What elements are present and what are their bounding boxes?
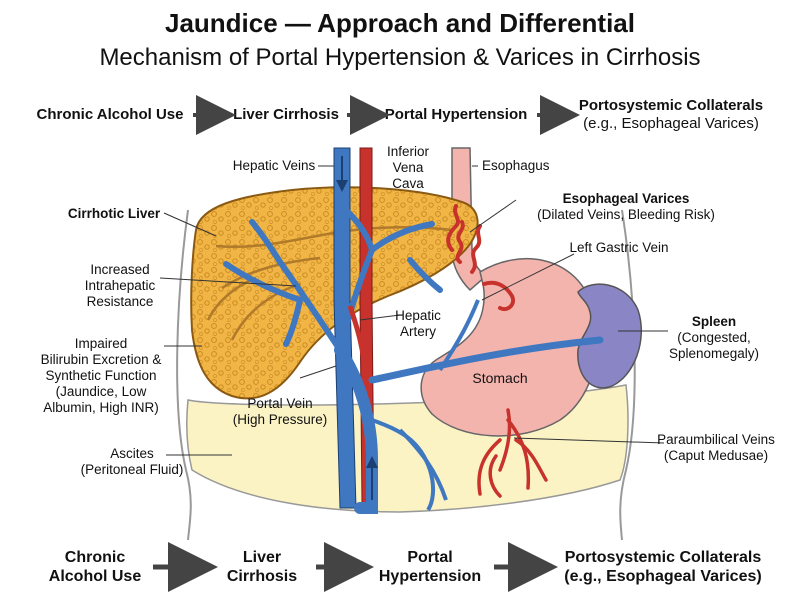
label-ivc-line2: Vena [392,160,424,175]
label-increased-resistance-line2: Intrahepatic [84,278,156,293]
bottom-flow-step-1: Chronic Alcohol Use [40,548,150,586]
bottom-flow-step-3: Portal Hypertension [368,548,492,586]
hepatic-artery [347,305,369,381]
label-spleen-title: Spleen [691,314,737,329]
bottom-flow-step-1-line1: Chronic [64,549,126,566]
leader-lines [159,165,668,456]
splenic-vein [368,336,604,384]
label-increased-resistance-line1: Increased [90,262,150,277]
label-paraumbilical-veins: Paraumbilical Veins (Caput Medusae) [646,432,786,464]
label-ascites: Ascites (Peritoneal Fluid) [62,446,202,478]
bottom-flow-step-2-line2: Cirrhosis [226,568,298,585]
label-impaired-line4: (Jaundice, Low [55,384,147,399]
page-title: Jaundice — Approach and Differential [164,8,635,38]
label-ivc-line3: Cava [392,176,424,191]
top-flow-step-1: Chronic Alcohol Use [36,106,184,123]
label-impaired-line5: Albumin, High INR) [43,400,159,415]
label-left-gastric-vein: Left Gastric Vein [569,240,669,255]
page-subtitle: Mechanism of Portal Hypertension & Varic… [99,44,701,71]
label-spleen: Spleen (Congested, Splenomegaly) [664,314,764,362]
bottom-flow-step-4: Portosystemic Collaterals (e.g., Esophag… [548,548,778,586]
label-esophageal-varices: Esophageal Varices (Dilated Veins, Bleed… [516,191,736,223]
label-spleen-note-line2: Splenomegaly) [668,346,760,361]
label-hepatic-artery-line1: Hepatic [395,308,441,323]
label-ivc: Inferior Vena Cava [378,144,438,192]
label-paraumbilical-line1: Paraumbilical Veins [657,432,775,447]
label-impaired-line3: Synthetic Function [45,368,157,383]
label-portal-vein-line2: (High Pressure) [232,412,328,427]
bottom-flow-step-1-line2: Alcohol Use [48,568,142,585]
label-ascites-line2: (Peritoneal Fluid) [80,462,184,477]
label-impaired-function: Impaired Bilirubin Excretion & Synthetic… [28,336,174,416]
esophageal-varices [446,204,515,311]
label-ivc-line1: Inferior [386,144,430,159]
top-flow-step-3: Portal Hypertension [384,106,528,123]
abdominal-wall-left [176,209,192,541]
label-hepatic-artery-line2: Artery [399,324,436,339]
bottom-flow-step-3-line2: Hypertension [378,568,482,585]
label-impaired-line2: Bilirubin Excretion & [40,352,162,367]
label-portal-vein: Portal Vein (High Pressure) [228,396,332,428]
label-increased-resistance-line3: Resistance [86,294,154,309]
label-portal-vein-line1: Portal Vein [247,396,313,411]
label-esophageal-varices-note: (Dilated Veins, Bleeding Risk) [537,207,715,222]
top-flow-step-4: Portosystemic Collaterals (e.g., Esophag… [566,97,776,133]
bottom-flow-step-4-line2: (e.g., Esophageal Varices) [564,568,762,585]
label-stomach: Stomach [472,370,528,386]
intrahepatic-veins [223,209,443,353]
top-flow-step-4-title: Portosystemic Collaterals [578,97,764,114]
top-flow-step-2: Liver Cirrhosis [233,106,339,123]
bottom-flow-step-4-line1: Portosystemic Collaterals [564,549,762,566]
label-hepatic-veins: Hepatic Veins [232,158,316,173]
bottom-flow-step-3-line1: Portal [407,549,453,566]
label-esophagus: Esophagus [482,158,550,173]
bottom-flow-step-2: Liver Cirrhosis [212,548,312,586]
left-gastric-vein [438,299,480,372]
label-hepatic-artery: Hepatic Artery [388,308,448,340]
label-increased-resistance: Increased Intrahepatic Resistance [72,262,168,310]
mesenteric-veins [371,418,448,512]
spleen [577,283,642,389]
label-spleen-note-line1: (Congested, [677,330,751,345]
bottom-flow-step-2-line1: Liver [242,549,282,566]
abdominal-wall-right [619,209,636,541]
label-impaired-line1: Impaired [74,336,128,351]
label-cirrhotic-liver: Cirrhotic Liver [67,206,161,221]
label-ascites-line1: Ascites [110,446,154,461]
label-esophageal-varices-title: Esophageal Varices [562,191,690,206]
label-paraumbilical-line2: (Caput Medusae) [663,448,769,463]
top-flow-step-4-note: (e.g., Esophageal Varices) [583,115,759,132]
paraumbilical-veins [477,408,548,498]
